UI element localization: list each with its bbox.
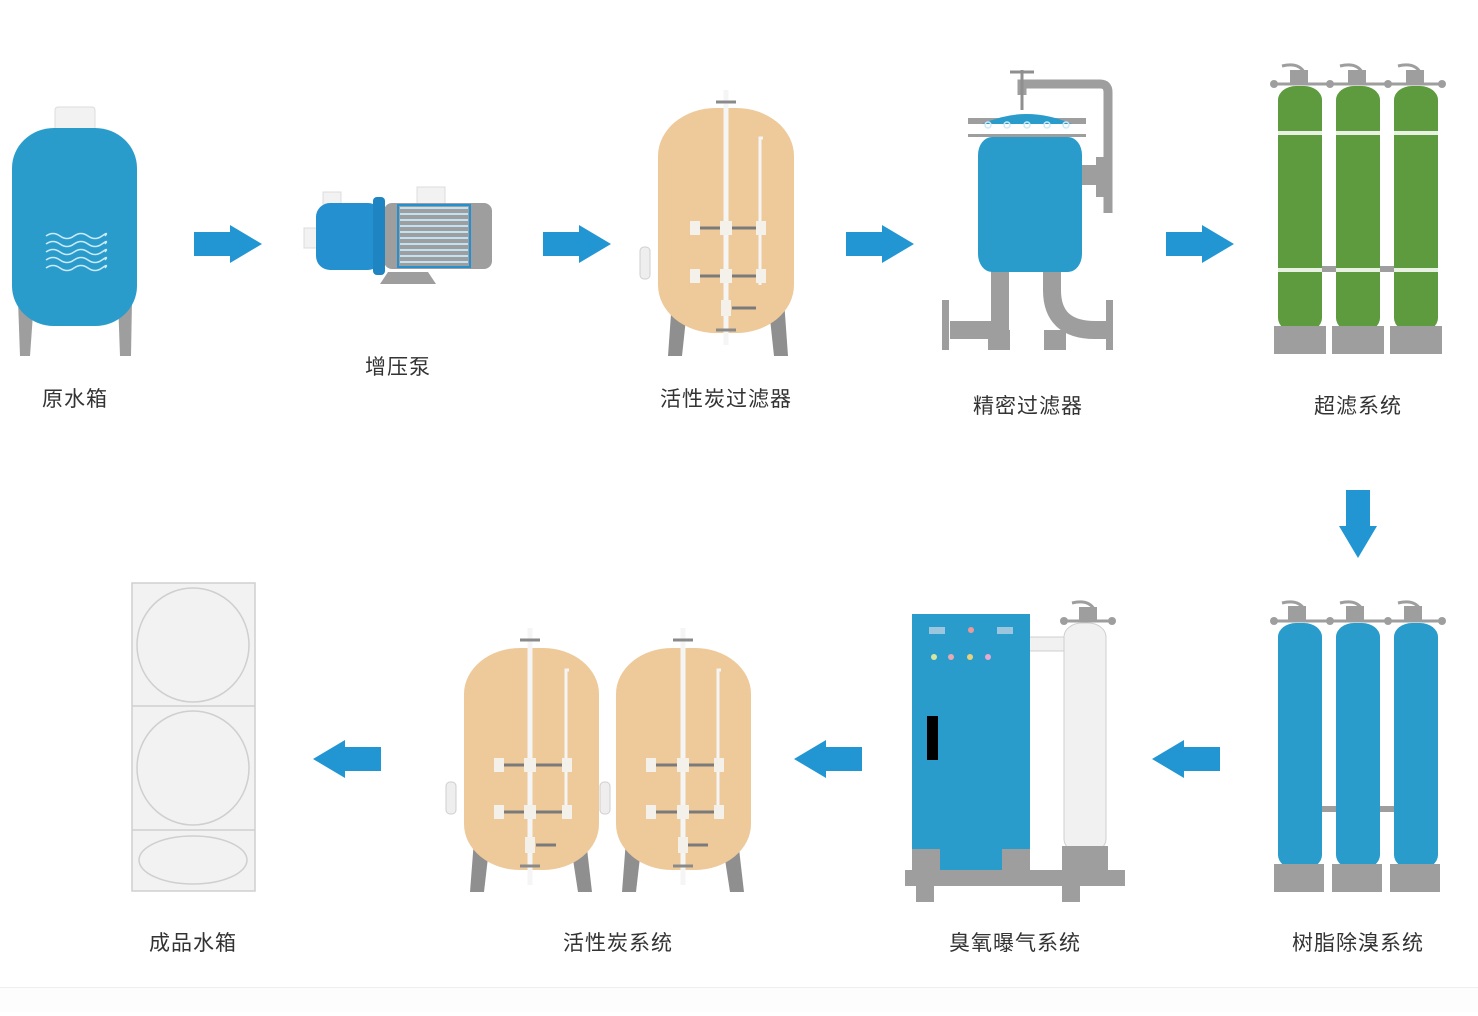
flow-arrow-right-icon — [543, 225, 611, 263]
ultrafiltration-system-icon — [1270, 63, 1446, 354]
flow-arrow-right-icon — [1166, 225, 1234, 263]
bottom-divider — [0, 987, 1478, 988]
resin-deodorization-system-icon — [1270, 600, 1446, 892]
precision-filter-icon — [942, 70, 1113, 350]
flow-arrow-left-icon — [313, 740, 381, 778]
flow-arrow-down-icon — [1339, 490, 1377, 558]
carbon-tank-left — [445, 628, 599, 892]
flow-arrow-left-icon — [1152, 740, 1220, 778]
label-precision-filter: 精密过滤器 — [973, 394, 1083, 418]
label-ozone-aeration-system: 臭氧曝气系统 — [949, 931, 1081, 955]
label-raw-water-tank: 原水箱 — [42, 387, 108, 411]
label-activated-carbon-filter: 活性炭过滤器 — [660, 387, 792, 411]
ozone-aeration-system-icon — [905, 600, 1125, 902]
activated-carbon-filter-icon — [639, 90, 794, 356]
raw-water-tank-icon — [12, 106, 137, 356]
flow-arrow-right-icon — [846, 225, 914, 263]
label-resin-deodorization-system: 树脂除溴系统 — [1292, 931, 1424, 955]
booster-pump-icon — [303, 186, 492, 284]
label-ultrafiltration-system: 超滤系统 — [1314, 394, 1402, 418]
flow-arrow-right-icon — [194, 225, 262, 263]
activated-carbon-system-icon — [445, 628, 751, 892]
label-activated-carbon-system: 活性炭系统 — [563, 931, 673, 955]
label-product-water-tank: 成品水箱 — [149, 931, 237, 955]
carbon-tank-right — [599, 628, 751, 892]
label-booster-pump: 增压泵 — [365, 355, 431, 379]
bottom-strip — [0, 988, 1478, 1012]
flow-arrow-left-icon — [794, 740, 862, 778]
product-water-tank-icon — [131, 582, 256, 892]
